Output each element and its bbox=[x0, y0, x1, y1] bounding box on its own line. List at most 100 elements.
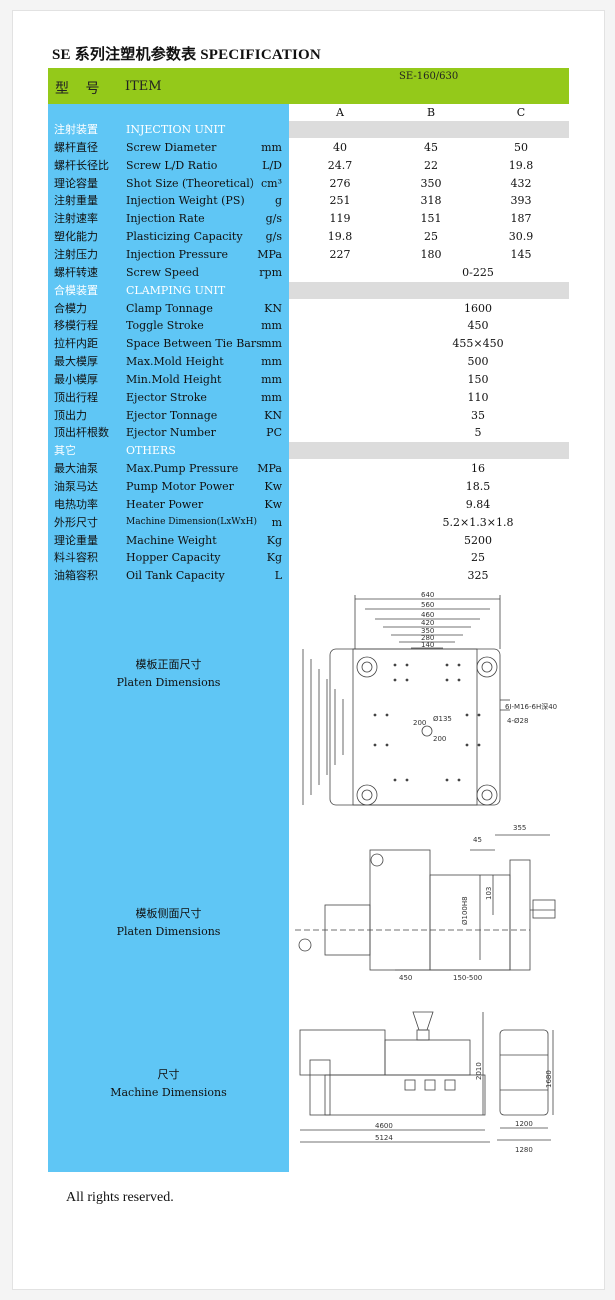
machine-dim-5124: 5124 bbox=[375, 1134, 393, 1142]
table-row: 顶出力 Ejector Tonnage KN 35 bbox=[48, 407, 569, 424]
row-value-c: 393 bbox=[510, 194, 532, 208]
row-value-b: 45 bbox=[424, 140, 438, 154]
row-label-en: Plasticizing Capacity bbox=[126, 230, 243, 244]
row-label-cn: 理论容量 bbox=[54, 176, 98, 190]
row-label-cn: 顶出行程 bbox=[54, 390, 98, 404]
row-unit: Kg bbox=[266, 533, 282, 547]
row-value-merged: 455×450 bbox=[452, 337, 504, 351]
machine-caption-en: Machine Dimensions bbox=[110, 1086, 227, 1099]
row-label-cn: 最大模厚 bbox=[54, 355, 98, 369]
row-label-en: Toggle Stroke bbox=[126, 319, 204, 333]
side-caption-cn: 模板侧面尺寸 bbox=[135, 907, 202, 920]
front-dim-420: 420 bbox=[421, 619, 434, 627]
machine-dim-1200: 1200 bbox=[515, 1120, 533, 1128]
footer-copyright: All rights reserved. bbox=[66, 1190, 174, 1205]
column-header-c: C bbox=[516, 106, 526, 119]
row-unit: KN bbox=[264, 408, 282, 422]
row-unit: PC bbox=[266, 426, 282, 440]
row-label-cn: 塑化能力 bbox=[54, 230, 98, 244]
row-value-b: 151 bbox=[420, 212, 442, 226]
row-unit: mm bbox=[261, 390, 282, 404]
row-label-en: Screw Speed bbox=[126, 265, 200, 279]
front-caption-cn: 模板正面尺寸 bbox=[135, 658, 202, 671]
row-value-merged: 5200 bbox=[464, 533, 492, 547]
front-note-200h: 200 bbox=[433, 735, 446, 743]
row-label-cn: 合模力 bbox=[54, 301, 87, 315]
front-note-holes: 4-Ø28 bbox=[507, 717, 528, 725]
row-label-en: Shot Size (Theoretical） bbox=[126, 176, 261, 190]
row-label-en: Ejector Tonnage bbox=[126, 408, 218, 422]
front-caption-en: Platen Dimensions bbox=[116, 676, 221, 689]
column-header-a: A bbox=[336, 106, 344, 119]
row-value-c: 50 bbox=[514, 140, 528, 154]
model-label: 型 号 bbox=[55, 81, 106, 97]
row-label-en: Pump Motor Power bbox=[126, 480, 234, 493]
front-note-thread: 6I-M16-6H深40 bbox=[505, 702, 557, 711]
row-label-en: Injection Rate bbox=[126, 212, 205, 226]
row-label-en: Min.Mold Height bbox=[126, 372, 222, 386]
row-value-merged: 16 bbox=[471, 462, 485, 476]
row-label-cn: 理论重量 bbox=[54, 533, 98, 547]
row-value-c: 19.8 bbox=[508, 158, 534, 172]
side-dim-stroke: 150-500 bbox=[453, 974, 482, 982]
row-value-a: 276 bbox=[329, 176, 351, 190]
side-caption-en: Platen Dimensions bbox=[116, 925, 221, 938]
row-label-cn: 最大油泵 bbox=[54, 462, 98, 476]
row-label-cn: 其它 bbox=[54, 444, 76, 458]
side-dim-355: 355 bbox=[513, 824, 526, 832]
row-label-en: Clamp Tonnage bbox=[126, 301, 213, 315]
row-label-cn: 移模行程 bbox=[54, 319, 98, 333]
label-column-background bbox=[48, 104, 289, 1172]
row-unit: Kw bbox=[264, 497, 282, 511]
row-value-a: 227 bbox=[329, 247, 351, 261]
row-value-b: 318 bbox=[420, 194, 442, 208]
side-drawing-caption: 模板侧面尺寸 Platen Dimensions bbox=[48, 905, 289, 941]
row-value-merged: 500 bbox=[467, 355, 489, 369]
row-value-b: 350 bbox=[420, 176, 442, 190]
row-label-cn: 拉杆内距 bbox=[54, 337, 98, 351]
section-band bbox=[289, 281, 569, 299]
row-label-cn: 顶出力 bbox=[54, 408, 87, 422]
front-platen-drawing: 640 560 460 420 350 280 140 6I-M16-6H深40… bbox=[302, 591, 557, 806]
row-label-en: Injection Pressure bbox=[126, 247, 228, 261]
front-drawing-caption: 模板正面尺寸 Platen Dimensions bbox=[48, 656, 289, 692]
front-dim-350: 350 bbox=[421, 627, 434, 635]
row-label-en: Machine Weight bbox=[126, 533, 217, 547]
front-dim-640: 640 bbox=[421, 591, 434, 599]
row-label-en: Screw L/D Ratio bbox=[126, 158, 218, 172]
row-value-c: 30.9 bbox=[508, 230, 534, 244]
row-label-en: INJECTION UNIT bbox=[126, 123, 226, 136]
row-value-c: 145 bbox=[510, 247, 532, 261]
row-unit: Kg bbox=[266, 551, 282, 565]
row-value-a: 24.7 bbox=[327, 158, 353, 172]
side-dim-103: 103 bbox=[485, 887, 493, 900]
row-unit: m bbox=[271, 515, 282, 529]
series-label: SE-160/630 bbox=[399, 71, 459, 82]
row-label-en: CLAMPING UNIT bbox=[126, 283, 226, 297]
row-value-a: 251 bbox=[329, 194, 351, 208]
row-unit: g/s bbox=[265, 230, 282, 244]
section-row: 其它 OTHERS bbox=[48, 442, 569, 460]
side-dim-450: 450 bbox=[399, 974, 412, 982]
page-title: SE 系列注塑机参数表 SPECIFICATION bbox=[52, 47, 321, 63]
row-unit: mm bbox=[261, 355, 282, 369]
row-value-b: 25 bbox=[424, 230, 438, 244]
row-value-merged: 35 bbox=[471, 408, 485, 422]
row-label-cn: 最小模厚 bbox=[54, 372, 98, 386]
row-value-c: 187 bbox=[510, 212, 532, 226]
row-label-en: OTHERS bbox=[126, 444, 176, 458]
